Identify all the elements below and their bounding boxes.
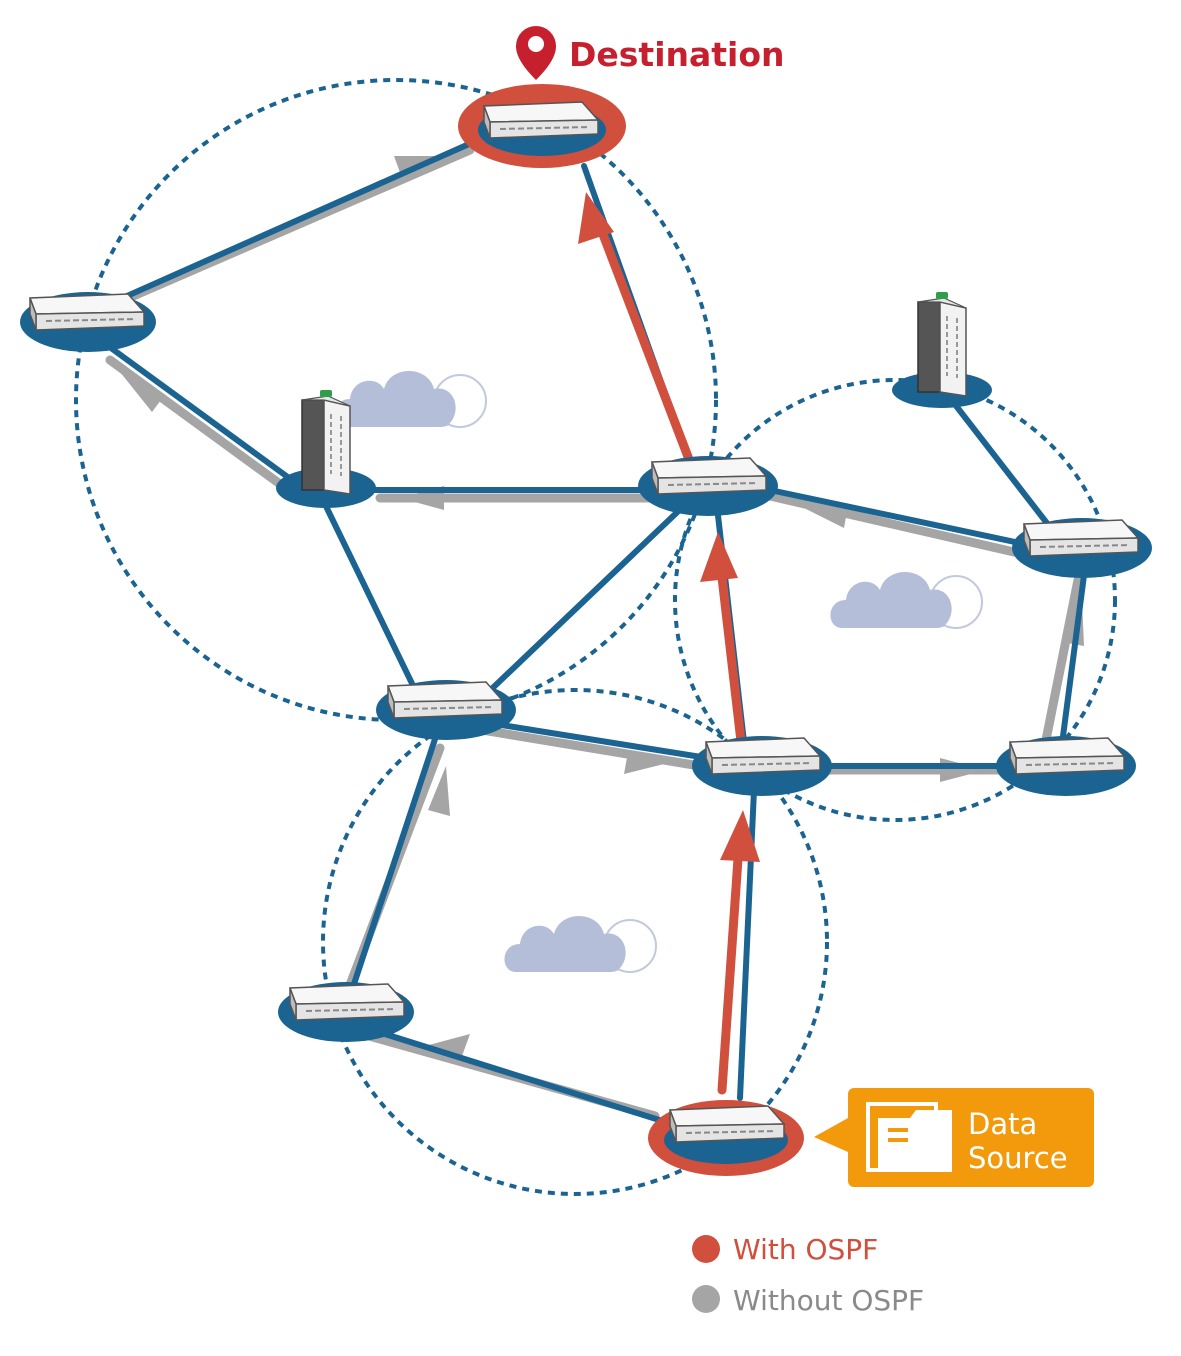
area-ring-right (673, 378, 1117, 822)
red-arrowhead-3 (578, 192, 614, 244)
link-right-lowright (1059, 557, 1089, 747)
legend-with-ospf-label: With OSPF (733, 1233, 878, 1266)
red-path-seg-1 (717, 825, 745, 1095)
gray-path-seg-6 (765, 491, 1019, 557)
link-topright-tower-right (947, 395, 1063, 543)
gray-arrowhead-1 (425, 1034, 470, 1056)
switch-node-mid-left[interactable] (376, 680, 516, 740)
source-label-line2: Source (968, 1141, 1068, 1175)
din-rail-switch-icon (301, 389, 351, 495)
network-links (97, 137, 1089, 1127)
gray-path-seg-9 (119, 145, 475, 305)
area-ring-bottom (321, 688, 829, 1196)
folder-icon (866, 1102, 952, 1172)
link-midleft-center (467, 717, 723, 763)
switch-node-top-left[interactable] (20, 292, 156, 352)
switch-node-hub[interactable] (638, 456, 778, 516)
gray-path-seg-5 (1041, 575, 1083, 745)
network-switch-icon (289, 983, 405, 1021)
destination-node[interactable] (458, 84, 626, 168)
link-hub-right (767, 487, 1037, 549)
red-path-seg-3 (591, 211, 695, 467)
link-bottomleft-source (369, 1027, 675, 1127)
area-ring-top-left (74, 78, 718, 722)
switch-node-lower-right[interactable] (996, 736, 1136, 796)
red-arrowhead-2 (700, 532, 738, 582)
network-switch-icon (651, 457, 767, 495)
map-pin-icon (516, 26, 556, 80)
cloud-icon (829, 571, 983, 629)
source-pointer (814, 1118, 848, 1152)
legend-without-ospf-label: Without OSPF (733, 1284, 924, 1317)
legend-without-ospf-swatch (692, 1285, 720, 1313)
source-node[interactable] (648, 1100, 804, 1176)
gray-arrowhead-8 (120, 372, 164, 412)
gray-arrowhead-2 (428, 766, 450, 816)
cloud-icon (503, 915, 657, 973)
gray-path-seg-3 (465, 723, 705, 771)
network-switch-icon (483, 101, 599, 139)
source-label-line1: Data (968, 1107, 1037, 1141)
network-switch-icon (387, 681, 503, 719)
data-source-callout[interactable]: Data Source (814, 1088, 1094, 1187)
gray-arrowhead-6 (800, 506, 848, 528)
map-pin-hole (528, 36, 544, 52)
network-switch-icon (1009, 737, 1125, 775)
tower-switch-node-right[interactable] (892, 291, 992, 408)
link-midleft-bottomleft (349, 727, 441, 993)
ospf-area-rings (74, 78, 1117, 1196)
gray-arrowhead-4 (940, 758, 986, 782)
network-switch-icon (705, 737, 821, 775)
red-arrowhead-1 (720, 810, 760, 862)
red-path-seg-2 (715, 555, 747, 755)
cloud-icon (333, 370, 487, 428)
link-topleft-destination (115, 137, 481, 303)
link-tower-midleft (319, 495, 423, 703)
switch-node-right[interactable] (1012, 518, 1152, 578)
link-topleft-tower (97, 337, 303, 489)
destination-text: Destination (569, 35, 785, 74)
network-switch-icon (669, 1105, 785, 1143)
legend: With OSPF Without OSPF (692, 1233, 924, 1317)
network-switch-icon (1023, 519, 1139, 557)
switch-node-bottom-left[interactable] (278, 982, 414, 1042)
link-hub-midleft (477, 497, 693, 703)
tower-switch-node-left[interactable] (276, 389, 376, 508)
gray-path-seg-8 (105, 355, 285, 489)
switch-node-center[interactable] (692, 736, 832, 796)
legend-with-ospf-swatch (692, 1235, 720, 1263)
gray-arrowhead-3 (624, 752, 672, 774)
destination-label: Destination (516, 26, 785, 80)
path-with-ospf (578, 192, 760, 1095)
din-rail-switch-icon (917, 291, 967, 397)
network-switch-icon (29, 293, 145, 331)
